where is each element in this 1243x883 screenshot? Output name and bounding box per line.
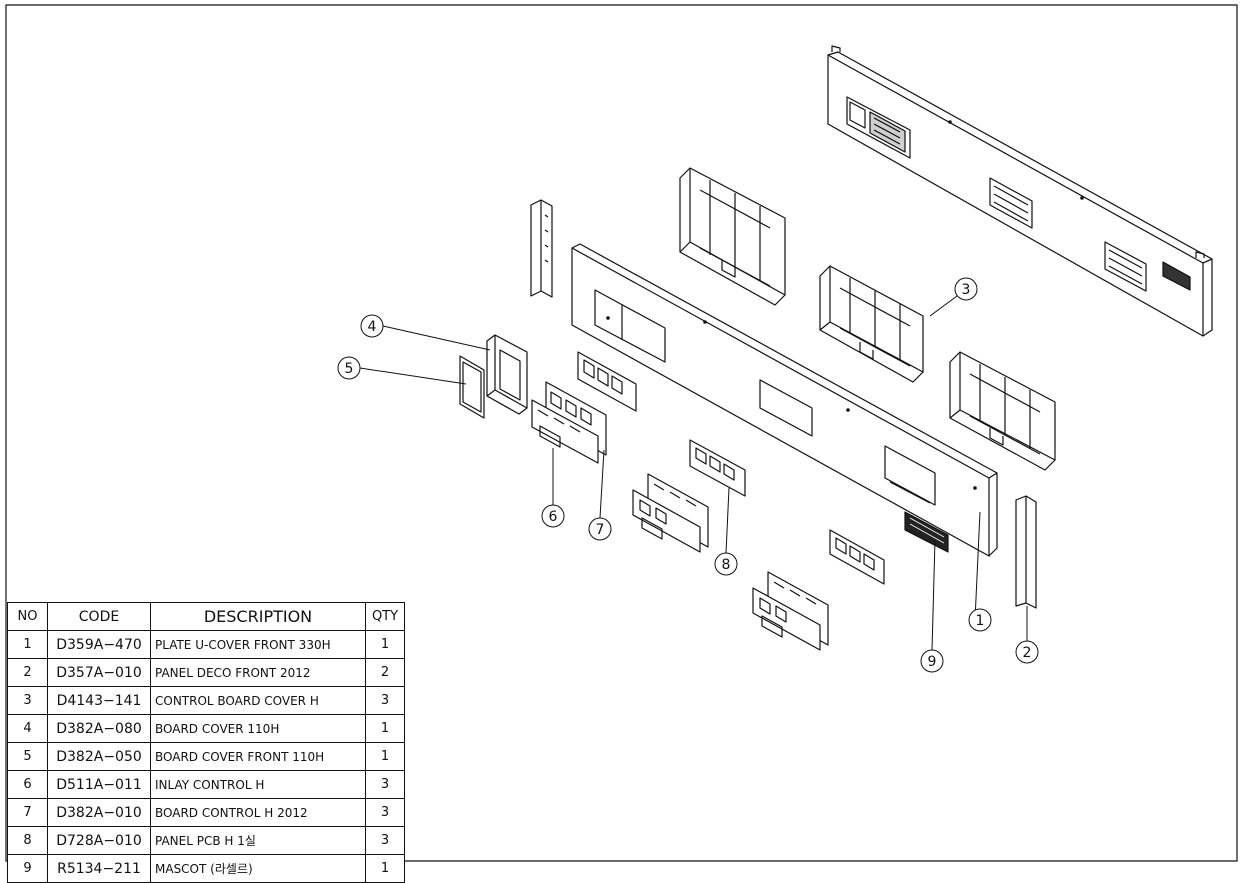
row-code: D359A−470 <box>47 630 151 659</box>
header-description: DESCRIPTION <box>150 602 366 631</box>
row-no: 7 <box>7 798 48 827</box>
row-qty: 3 <box>365 686 405 715</box>
exploded-assembly-drawing: 1 2 3 4 5 6 7 8 9 <box>5 4 1238 862</box>
row-code: D382A−010 <box>47 798 151 827</box>
leader-1 <box>974 511 981 621</box>
balloon-3 <box>954 277 978 301</box>
row-qty: 1 <box>365 742 405 771</box>
leader-3 <box>929 295 958 317</box>
part-panel-deco-left <box>530 199 553 298</box>
balloon-6-label: 6 <box>549 509 558 525</box>
balloon-3-label: 3 <box>962 282 971 298</box>
balloon-9 <box>920 649 944 673</box>
balloon-callouts: 1 2 3 4 5 6 7 8 9 <box>337 277 1039 673</box>
part-plate-u-cover-front <box>571 243 998 557</box>
row-description: PANEL DECO FRONT 2012 <box>150 658 366 687</box>
row-qty: 3 <box>365 770 405 799</box>
balloon-5 <box>337 356 361 380</box>
leader-8 <box>725 487 730 554</box>
row-code: D357A−010 <box>47 658 151 687</box>
row-description: BOARD COVER FRONT 110H <box>150 742 366 771</box>
row-no: 1 <box>7 630 48 659</box>
rear-display-window-3 <box>1104 241 1147 292</box>
table-row: 6 D511A−011 INLAY CONTROL H 3 <box>7 770 405 799</box>
row-no: 6 <box>7 770 48 799</box>
part-control-board-cover-2 <box>819 265 924 383</box>
row-code: D382A−080 <box>47 714 151 743</box>
table-row: 5 D382A−050 BOARD COVER FRONT 110H 1 <box>7 742 405 771</box>
row-code: D511A−011 <box>47 770 151 799</box>
balloon-6 <box>541 504 565 528</box>
row-no: 9 <box>7 854 48 883</box>
balloon-8-label: 8 <box>722 557 731 573</box>
part-control-board-cover-1 <box>679 167 786 306</box>
table-row: 2 D357A−010 PANEL DECO FRONT 2012 2 <box>7 658 405 687</box>
part-mascot <box>904 511 949 553</box>
row-code: R5134−211 <box>47 854 151 883</box>
balloon-1 <box>968 608 992 632</box>
header-qty: QTY <box>365 602 405 631</box>
balloon-2-label: 2 <box>1023 645 1032 661</box>
leader-7 <box>599 449 605 519</box>
row-no: 3 <box>7 686 48 715</box>
balloon-2 <box>1015 640 1039 664</box>
table-row: 4 D382A−080 BOARD COVER 110H 1 <box>7 714 405 743</box>
table-row: 1 D359A−470 PLATE U-COVER FRONT 330H 1 <box>7 630 405 659</box>
balloon-1-label: 1 <box>976 613 985 629</box>
row-no: 5 <box>7 742 48 771</box>
row-description: CONTROL BOARD COVER H <box>150 686 366 715</box>
bill-of-materials-table: NO CODE DESCRIPTION QTY 1 D359A−470 PLAT… <box>7 602 405 883</box>
part-set-3 <box>752 529 885 651</box>
row-qty: 3 <box>365 798 405 827</box>
header-code: CODE <box>47 602 151 631</box>
header-no: NO <box>7 602 48 631</box>
row-description: PANEL PCB H 1실 <box>150 826 366 855</box>
balloon-8 <box>714 552 738 576</box>
balloon-9-label: 9 <box>928 654 937 670</box>
balloon-4 <box>360 314 384 338</box>
row-no: 4 <box>7 714 48 743</box>
table-row: 8 D728A−010 PANEL PCB H 1실 3 <box>7 826 405 855</box>
leader-9 <box>931 539 936 651</box>
table-row: 9 R5134−211 MASCOT (라셀르) 1 <box>7 854 405 883</box>
part-set-1 <box>531 351 637 464</box>
balloon-7-label: 7 <box>596 522 605 538</box>
row-qty: 1 <box>365 854 405 883</box>
row-qty: 1 <box>365 714 405 743</box>
row-code: D382A−050 <box>47 742 151 771</box>
row-code: D4143−141 <box>47 686 151 715</box>
row-description: INLAY CONTROL H <box>150 770 366 799</box>
row-code: D728A−010 <box>47 826 151 855</box>
part-plate-u-cover-rear <box>827 45 1213 337</box>
row-description: BOARD CONTROL H 2012 <box>150 798 366 827</box>
rear-mascot-area <box>1162 261 1191 291</box>
row-qty: 2 <box>365 658 405 687</box>
row-description: PLATE U-COVER FRONT 330H <box>150 630 366 659</box>
balloon-7 <box>588 517 612 541</box>
part-board-cover-front-110h <box>459 355 485 419</box>
row-description: BOARD COVER 110H <box>150 714 366 743</box>
part-board-cover-110h <box>486 334 528 415</box>
row-no: 2 <box>7 658 48 687</box>
row-description: MASCOT (라셀르) <box>150 854 366 883</box>
table-row: 3 D4143−141 CONTROL BOARD COVER H 3 <box>7 686 405 715</box>
row-no: 8 <box>7 826 48 855</box>
table-row: 7 D382A−010 BOARD CONTROL H 2012 3 <box>7 798 405 827</box>
balloon-4-label: 4 <box>368 319 377 335</box>
part-control-board-cover-3 <box>949 351 1056 471</box>
row-qty: 3 <box>365 826 405 855</box>
drawing-border <box>5 4 1238 862</box>
rear-display-window-2 <box>989 177 1033 229</box>
leader-5 <box>359 367 467 385</box>
leader-4 <box>382 325 491 351</box>
part-panel-deco-right <box>1015 495 1037 609</box>
part-set-2 <box>632 439 746 553</box>
bom-header-row: NO CODE DESCRIPTION QTY <box>7 602 405 631</box>
row-qty: 1 <box>365 630 405 659</box>
rear-display-window-1 <box>846 96 911 159</box>
balloon-5-label: 5 <box>345 361 354 377</box>
